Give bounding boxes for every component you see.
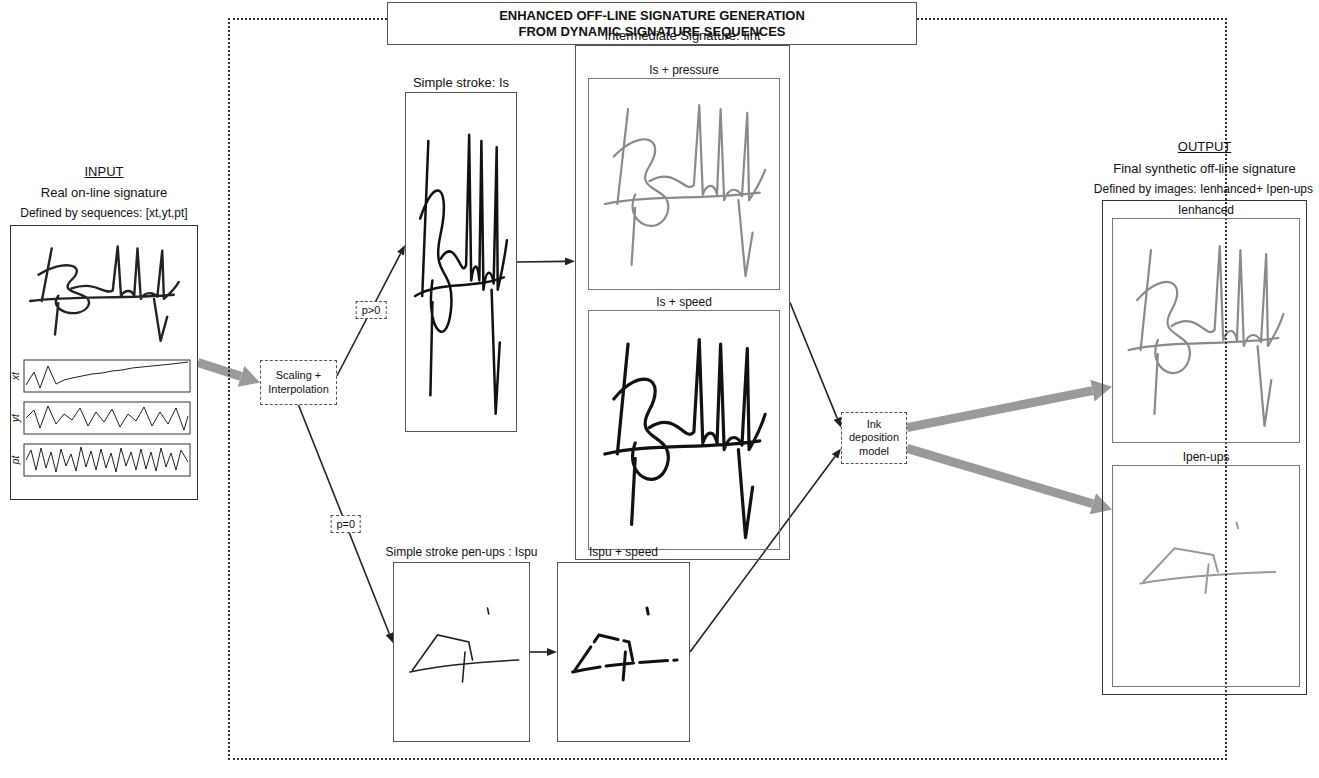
edge-label: p>0 xyxy=(356,301,387,319)
heading-text: Simple stroke: Is xyxy=(413,75,509,91)
heading-text: Ispu + speed xyxy=(589,545,658,559)
image-group: Intermediate Signature: IintIs + pressur… xyxy=(575,45,790,560)
signature-drawing xyxy=(605,340,765,538)
axis-label: yt xyxy=(10,414,21,422)
heading-text: Is + pressure xyxy=(649,63,719,77)
signature-drawing xyxy=(1129,246,1284,426)
input-panel: INPUTReal on-line signatureDefined by se… xyxy=(10,225,198,500)
heading-text: Simple stroke pen-ups : Ispu xyxy=(385,545,537,559)
process-box: Ink deposition model xyxy=(841,412,907,464)
connector xyxy=(299,405,390,634)
image-panel: Simple stroke pen-ups : Ispu xyxy=(393,562,530,742)
connector xyxy=(530,651,547,653)
heading-text: Ipen-ups xyxy=(1183,450,1230,464)
body-text: Final synthetic off-line signature xyxy=(1113,161,1296,177)
image-panel: Is + speed xyxy=(588,310,780,550)
body-text: Defined by sequences: [xt,yt,pt] xyxy=(20,206,187,220)
image-panel: Is + pressure xyxy=(588,78,780,290)
connector xyxy=(517,261,565,263)
heading-text: OUTPUT xyxy=(1178,139,1231,155)
process-frame: ENHANCED OFF-LINE SIGNATURE GENERATION F… xyxy=(228,18,1227,760)
flow-arrow xyxy=(907,448,1093,503)
plot-curve xyxy=(26,447,188,472)
plot-curve xyxy=(26,362,188,388)
flow-arrow xyxy=(907,391,1092,428)
flow-arrow xyxy=(198,363,241,377)
connector xyxy=(690,456,835,652)
signature-drawing xyxy=(605,105,765,276)
connector xyxy=(337,254,400,376)
body-text: Real on-line signature xyxy=(41,185,167,201)
connector xyxy=(790,303,837,419)
pen-up-drawing xyxy=(410,608,519,682)
plot-curve xyxy=(26,406,188,430)
heading-text: Is + speed xyxy=(656,295,712,309)
process-box: Scaling + Interpolation xyxy=(260,360,337,405)
heading-text: Ienhanced xyxy=(1178,203,1234,217)
heading-text: INPUT xyxy=(85,164,124,180)
axis-label: pt xyxy=(10,456,21,464)
output-panel: OUTPUTFinal synthetic off-line signature… xyxy=(1102,200,1307,695)
image-panel: Ipen-ups xyxy=(1112,465,1300,687)
signature-drawing xyxy=(30,246,179,341)
heading-text: Ink deposition model xyxy=(845,418,903,458)
pen-up-drawing xyxy=(573,608,677,682)
signature-drawing xyxy=(415,135,507,414)
image-panel: Ienhanced xyxy=(1112,218,1300,443)
plot-frame xyxy=(24,444,190,476)
heading-text: Scaling + Interpolation xyxy=(264,369,333,395)
edge-label: p=0 xyxy=(330,515,361,533)
image-panel: Simple stroke: Is xyxy=(405,92,517,432)
image-panel: Ispu + speed xyxy=(557,562,690,742)
plot-frame xyxy=(24,360,190,392)
pen-up-drawing xyxy=(1140,523,1275,593)
heading-text: Intermediate Signature: Iint xyxy=(604,28,760,44)
axis-label: xt xyxy=(10,372,21,380)
plot-frame xyxy=(24,402,190,434)
body-text: Defined by images: Ienhanced+ Ipen-ups xyxy=(1094,182,1313,196)
